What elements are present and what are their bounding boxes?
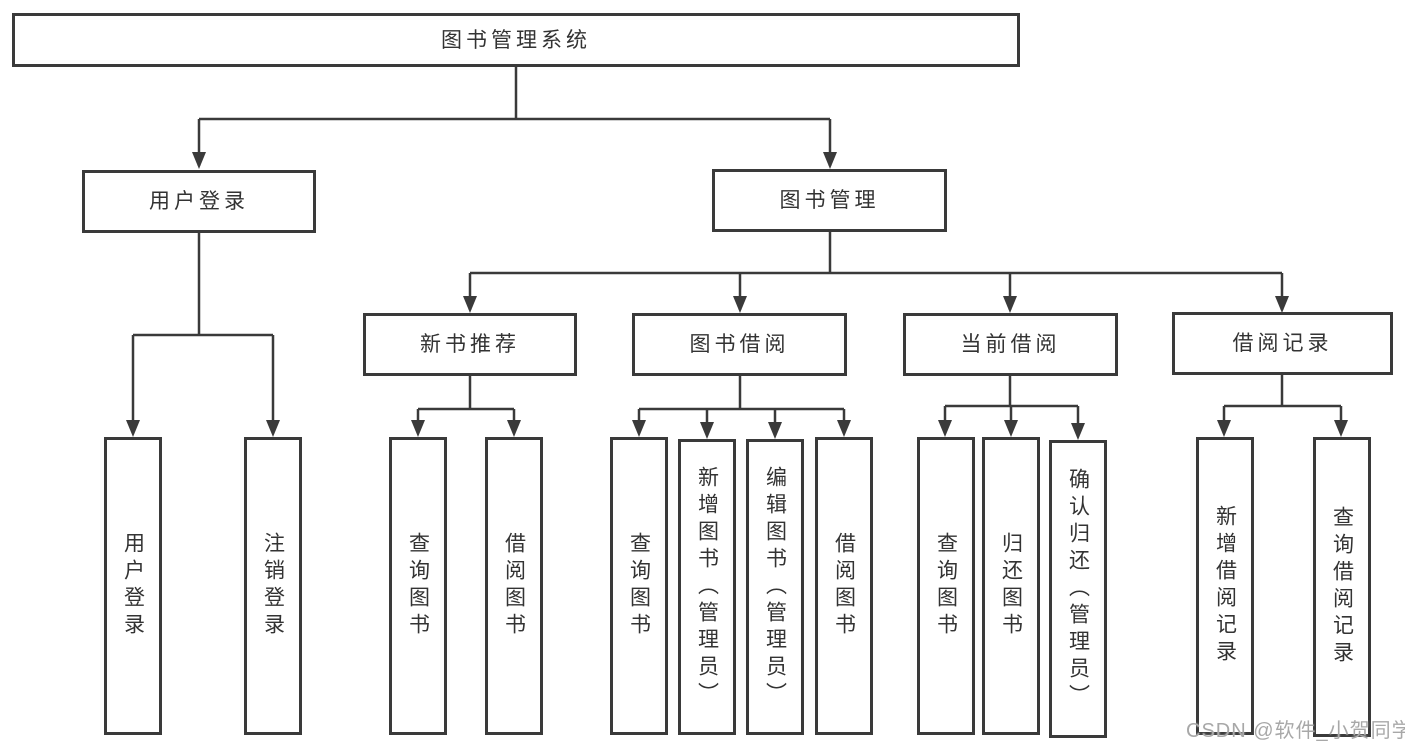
leaf-logout: 注销登录 (244, 437, 302, 735)
node-label: 归还图书 (999, 532, 1023, 640)
leaf-recommend-query-books: 查询图书 (389, 437, 447, 735)
leaf-current-confirm-return-admin: 确认归还（管理员） (1049, 440, 1107, 738)
node-label: 查询图书 (627, 532, 651, 640)
leaf-records-add-record: 新增借阅记录 (1196, 437, 1254, 735)
node-label: 图书管理系统 (441, 28, 591, 52)
node-label: 借阅图书 (832, 532, 856, 640)
node-borrow-records: 借阅记录 (1172, 312, 1393, 375)
node-label: 用户登录 (121, 532, 145, 640)
node-label: 新增图书（管理员） (695, 465, 719, 709)
node-book-management: 图书管理 (712, 169, 947, 232)
node-label: 注销登录 (261, 532, 285, 640)
node-label: 图书借阅 (689, 333, 790, 356)
node-label: 借阅图书 (502, 532, 526, 640)
leaf-borrow-edit-books-admin: 编辑图书（管理员） (746, 439, 804, 735)
leaf-borrow-add-books-admin: 新增图书（管理员） (678, 439, 736, 735)
node-label: 新书推荐 (420, 333, 520, 356)
node-root-system: 图书管理系统 (12, 13, 1020, 67)
node-book-borrow: 图书借阅 (632, 313, 847, 376)
node-user-login: 用户登录 (82, 170, 316, 233)
node-label: 图书管理 (779, 189, 880, 212)
node-label: 查询图书 (934, 532, 958, 640)
node-current-borrow: 当前借阅 (903, 313, 1118, 376)
node-label: 新增借阅记录 (1213, 505, 1237, 667)
node-label: 查询图书 (406, 532, 430, 640)
leaf-borrow-borrow-books: 借阅图书 (815, 437, 873, 735)
node-label: 查询借阅记录 (1330, 506, 1354, 668)
leaf-records-query-record: 查询借阅记录 (1313, 437, 1371, 737)
node-label: 借阅记录 (1232, 332, 1333, 355)
leaf-current-return-books: 归还图书 (982, 437, 1040, 735)
leaf-user-login: 用户登录 (104, 437, 162, 735)
node-label: 编辑图书（管理员） (763, 465, 787, 709)
node-label: 当前借阅 (960, 333, 1061, 356)
node-new-book-recommend: 新书推荐 (363, 313, 577, 376)
watermark: CSDN @软件_小贺同学 (1186, 720, 1405, 742)
leaf-current-query-books: 查询图书 (917, 437, 975, 735)
leaf-borrow-query-books: 查询图书 (610, 437, 668, 735)
node-label: 确认归还（管理员） (1066, 467, 1090, 711)
leaf-recommend-borrow-books: 借阅图书 (485, 437, 543, 735)
node-label: 用户登录 (149, 190, 249, 213)
